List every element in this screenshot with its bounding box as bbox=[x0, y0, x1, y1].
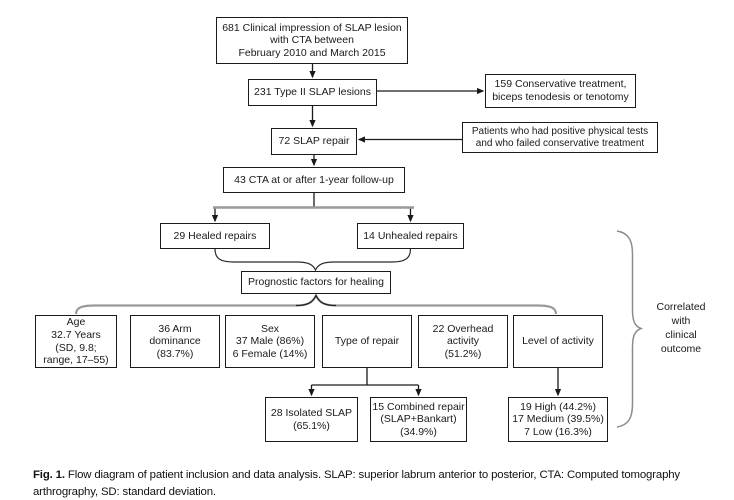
node-positive-physical-tests: Patients who had positive physical tests… bbox=[462, 122, 658, 153]
node-factor-level-of-activity: Level of activity bbox=[513, 315, 603, 368]
brace-repairs-to-prognostic bbox=[214, 248, 412, 272]
node-slap-repair: 72 SLAP repair bbox=[271, 128, 357, 155]
brace-center-peak bbox=[295, 294, 337, 307]
node-activity-levels: 19 High (44.2%)17 Medium (39.5%)7 Low (1… bbox=[508, 397, 608, 442]
stem-type-split bbox=[311, 368, 419, 386]
node-prognostic-factors: Prognostic factors for healing bbox=[241, 271, 391, 294]
figure-caption-text: Flow diagram of patient inclusion and da… bbox=[33, 469, 680, 498]
node-factor-type-of-repair: Type of repair bbox=[322, 315, 412, 368]
arrow-group bbox=[211, 64, 562, 397]
node-conservative-treatment: 159 Conservative treatment,biceps tenode… bbox=[485, 74, 636, 108]
node-healed-repairs: 29 Healed repairs bbox=[160, 223, 270, 249]
brace-prognostic-to-factors bbox=[74, 292, 558, 315]
brace-correlated-outcome bbox=[616, 230, 644, 428]
node-unhealed-repairs: 14 Unhealed repairs bbox=[357, 223, 464, 249]
node-cta-followup: 43 CTA at or after 1-year follow-up bbox=[223, 167, 405, 193]
figure-caption-label: Fig. 1. bbox=[33, 469, 65, 482]
node-type2-slap-lesions: 231 Type II SLAP lesions bbox=[248, 79, 377, 106]
node-combined-repair: 15 Combined repair(SLAP+Bankart)(34.9%) bbox=[370, 397, 467, 442]
node-isolated-slap: 28 Isolated SLAP(65.1%) bbox=[265, 397, 358, 442]
figure-caption: Fig. 1. Flow diagram of patient inclusio… bbox=[33, 467, 712, 500]
